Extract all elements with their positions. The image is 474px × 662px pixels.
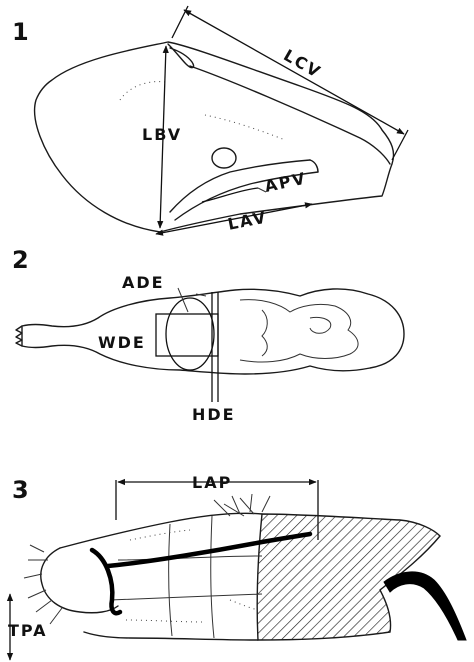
panel-3-lap-label: LAP (192, 473, 232, 492)
panel-3: 3 LAP TPA (6, 473, 467, 661)
panel-2-ade-tick (195, 293, 207, 297)
panel-2: 2 ADE WDE HDE (12, 246, 405, 424)
panel-1-apv-pointer (257, 187, 267, 193)
panel-1-shell-outline (33, 41, 395, 233)
panel-3-bristles-top (213, 493, 271, 517)
panel-3-segment-a (168, 523, 173, 637)
panel-1-apv-label: APV (263, 168, 309, 195)
panel-3-body-outline (59, 512, 263, 641)
panel-1-dotted-curve-b (204, 114, 286, 141)
panel-2-number: 2 (12, 246, 29, 274)
panel-1-lcv-ext-b (391, 129, 409, 161)
panel-1-lbv-label: LBV (142, 125, 182, 144)
panel-3-stipple (125, 529, 259, 623)
panel-2-measure-box (155, 313, 219, 357)
panel-1-apv-arc (201, 187, 259, 203)
panel-1-lav-label: LAV (226, 208, 269, 234)
panel-2-inner-lobe (309, 317, 332, 334)
panel-2-measure-ellipse (165, 297, 215, 371)
panel-2-hde-label: HDE (192, 405, 236, 424)
panel-1-hinge-upper (169, 159, 311, 213)
panel-1-number: 1 (12, 18, 29, 46)
panel-3-bristles-left (23, 544, 63, 625)
panel-2-inner-fold (261, 309, 268, 357)
panel-3-black-hook (383, 571, 467, 641)
panel-3-hatched-region (256, 513, 441, 641)
panel-1-lbv-line (157, 45, 169, 229)
panel-3-thick-band (105, 531, 313, 569)
panel-2-ade-pointer (177, 287, 189, 313)
panel-1-lcv-line (183, 9, 405, 135)
panel-2-ade-label: ADE (122, 273, 165, 292)
panel-1-lav-line (155, 202, 313, 236)
panel-3-tpa-label: TPA (8, 621, 48, 640)
panel-3-segment-b (210, 515, 215, 639)
panel-2-inner-outline (239, 299, 359, 363)
panel-1-scar (211, 147, 237, 169)
panel-2-wde-label: WDE (98, 333, 146, 352)
panel-2-serrated-end (15, 325, 23, 347)
panel-3-segment-c (109, 555, 263, 601)
panel-3-left-end (40, 547, 119, 614)
panel-1-ridge (189, 65, 391, 165)
panel-1: 1 LCV LBV APV LAV (12, 5, 409, 236)
panel-2-body-outline (21, 288, 405, 375)
panel-3-number: 3 (12, 476, 29, 504)
panel-1-hinge-tip (309, 159, 319, 173)
panel-1-dotted-curve-a (119, 81, 166, 101)
panel-3-thick-curve-left (89, 547, 123, 616)
